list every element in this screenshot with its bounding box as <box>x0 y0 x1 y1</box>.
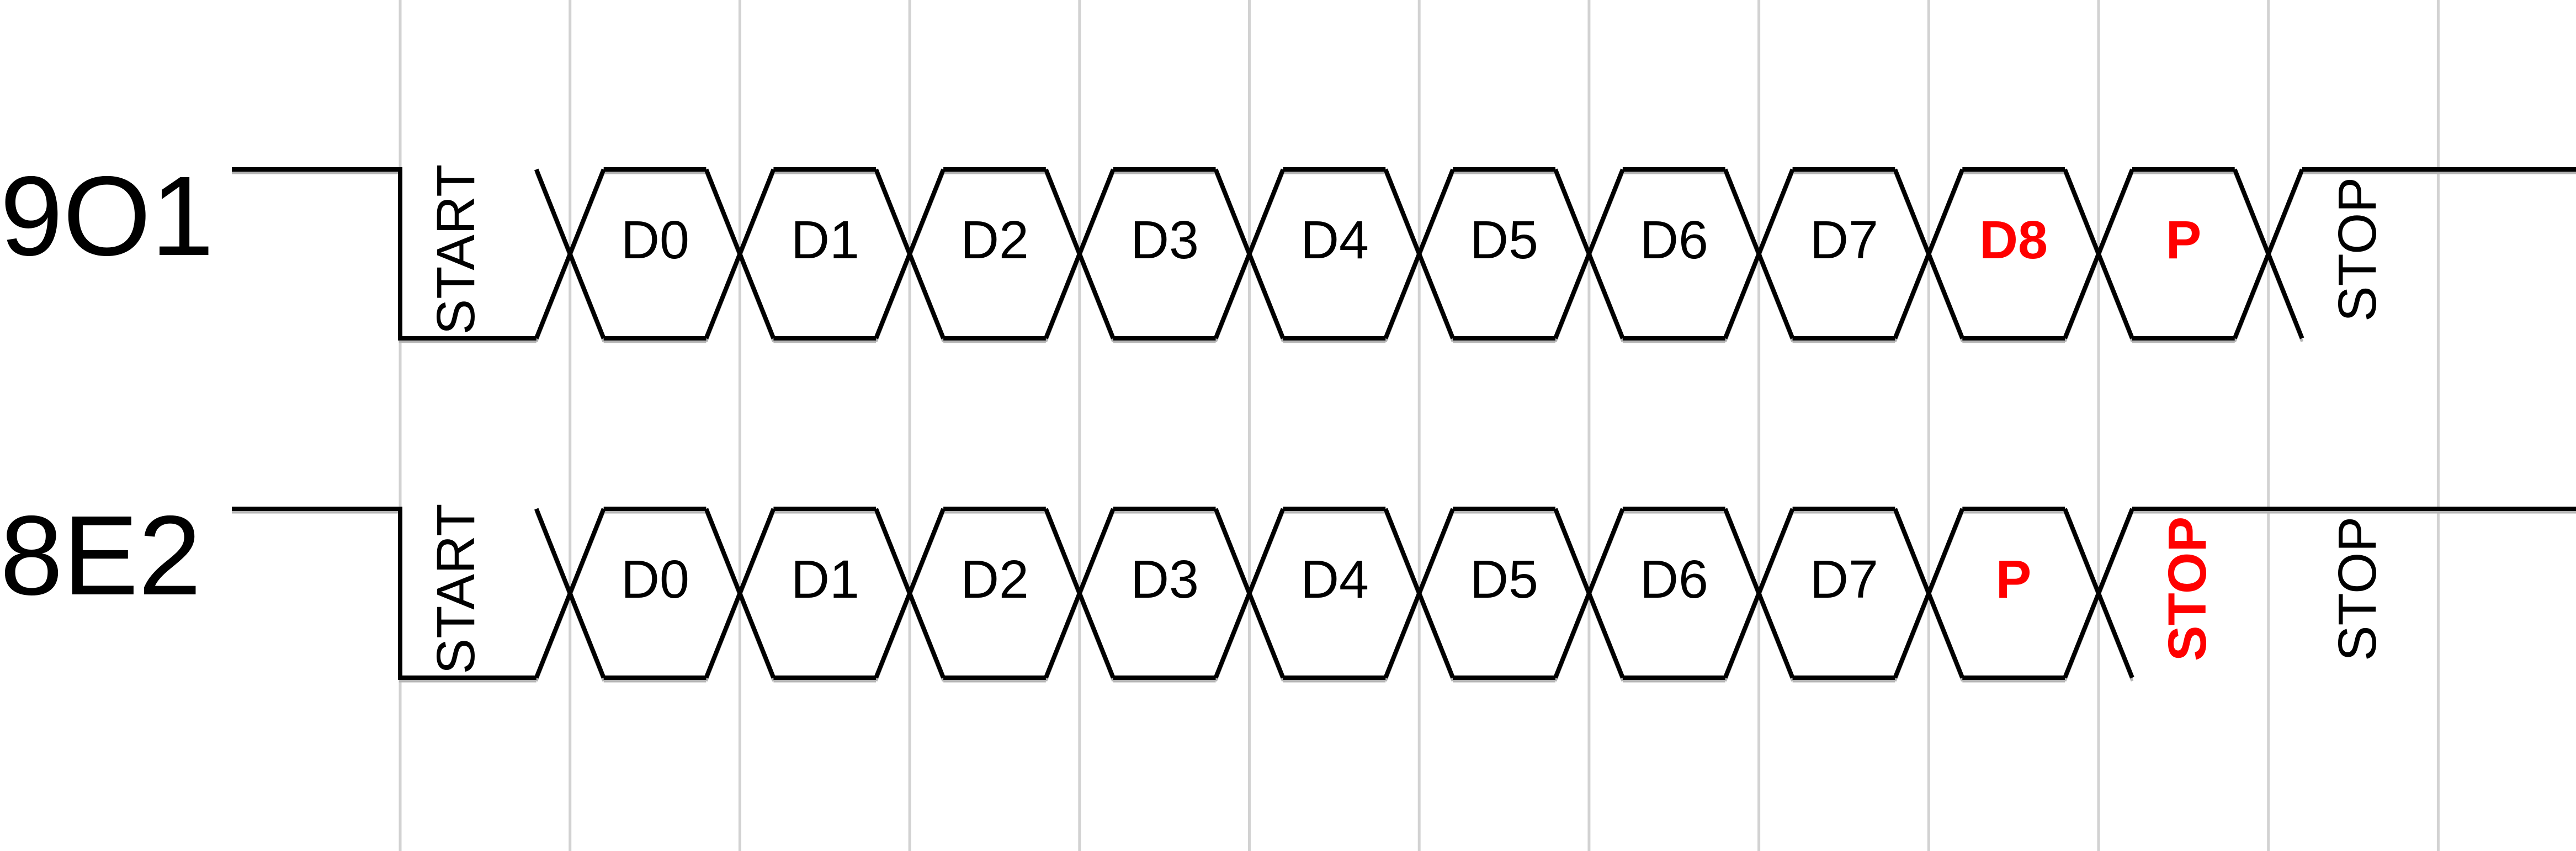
bit-label-d1: D1 <box>791 549 859 609</box>
bit-label-d4: D4 <box>1300 549 1369 609</box>
row-9o1-labels: 9O1 START D0 D1 D2 D3 D4 D5 D6 D7 D8 P S… <box>0 153 2387 335</box>
bit-label-d8-highlight: D8 <box>1979 210 2048 270</box>
start-bit-label: START <box>426 504 486 674</box>
bit-label-d2: D2 <box>960 549 1029 609</box>
bit-label-d2: D2 <box>960 210 1029 270</box>
bit-label-d3: D3 <box>1130 210 1199 270</box>
bit-label-d5: D5 <box>1470 549 1538 609</box>
bit-label-parity-highlight: P <box>1996 549 2032 609</box>
row-8e2-labels: 8E2 START D0 D1 D2 D3 D4 D5 D6 D7 P STOP… <box>0 492 2387 674</box>
signal-path <box>232 167 2576 341</box>
bit-label-d5: D5 <box>1470 210 1538 270</box>
gridlines <box>399 0 2440 851</box>
signal-path-shadow <box>232 171 2576 343</box>
signal-path-shadow <box>232 510 2576 683</box>
bit-label-d0: D0 <box>621 210 689 270</box>
row-label-9o1: 9O1 <box>0 153 214 279</box>
row-label-8e2: 8E2 <box>0 492 201 619</box>
bit-label-d6: D6 <box>1640 210 1708 270</box>
stop-bit-label: STOP <box>2327 517 2387 661</box>
signal-path <box>232 507 2576 680</box>
stop-bit-label: STOP <box>2327 177 2387 322</box>
bit-label-d7: D7 <box>1810 210 1878 270</box>
signal-waveforms <box>232 167 2576 683</box>
bit-label-d7: D7 <box>1810 549 1878 609</box>
start-bit-label: START <box>426 164 486 335</box>
bit-label-d0: D0 <box>621 549 689 609</box>
bit-label-d6: D6 <box>1640 549 1708 609</box>
bit-label-parity-highlight: P <box>2166 210 2202 270</box>
bit-label-d4: D4 <box>1300 210 1369 270</box>
bit-label-d3: D3 <box>1130 549 1199 609</box>
stop-bit-label-highlight: STOP <box>2157 517 2217 661</box>
bit-label-d1: D1 <box>791 210 859 270</box>
